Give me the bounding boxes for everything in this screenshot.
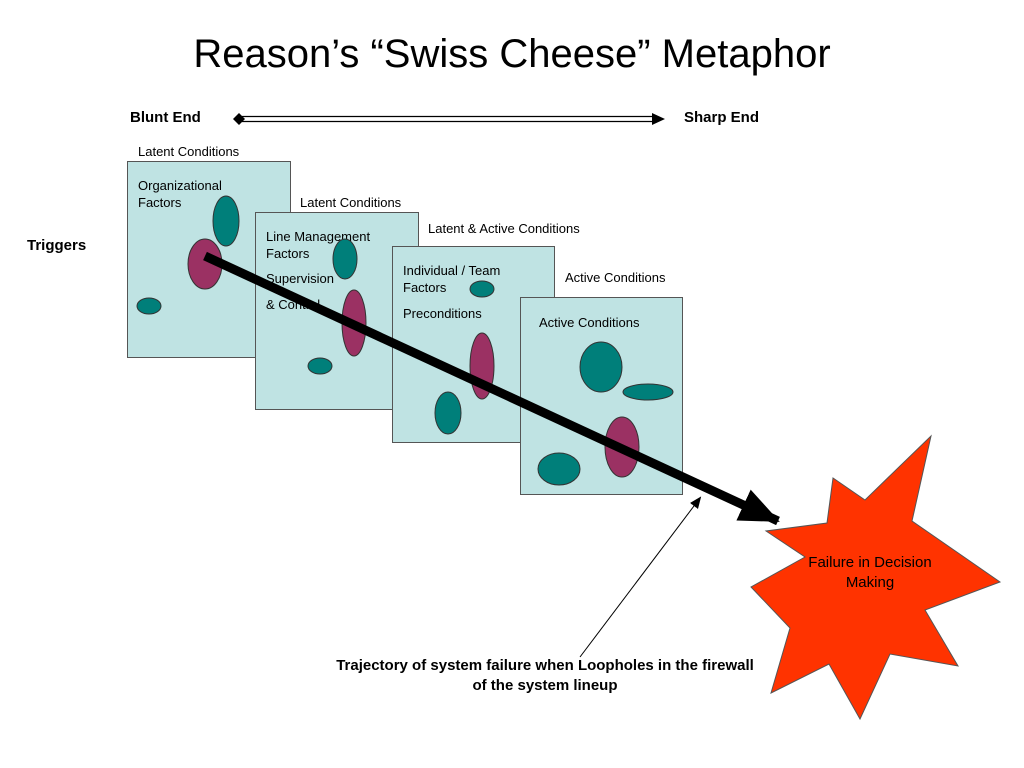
layer-3-heading: Individual / Team Factors [403,263,501,295]
hole-layer4-a [579,341,623,393]
hole-layer2-b [307,357,333,375]
slide-title: Reason’s “Swiss Cheese” Metaphor [193,32,831,76]
layer-1-condition-label: Latent Conditions [138,144,240,159]
hole-layer1-b [136,297,162,315]
hole-layer1-a [212,195,240,247]
sharp-end-label: Sharp End [684,109,760,126]
layer-2-sub-supervision: Supervision [266,271,334,286]
failure-burst-shape [750,434,1002,721]
hole-layer2-a [332,238,358,280]
failure-label: Failure in Decision Making [808,554,932,591]
caption-pointer-arrow [579,496,702,658]
layer-2-condition-label: Latent Conditions [300,195,402,210]
triggers-label: Triggers [27,237,87,254]
layer-4-heading: Active Conditions [539,315,640,330]
layer-4-condition-label: Active Conditions [565,270,666,285]
layer-1-heading: Organizational Factors [138,178,222,210]
hole-layer4-b [622,383,674,401]
hole-layer3-b [434,391,462,435]
blunt-to-sharp-axis-arrow [233,113,665,125]
axis-arrow-head [652,113,665,125]
layer-3-sub-preconditions: Preconditions [403,306,482,321]
failure-trajectory-arrow [203,251,780,526]
layer-3-condition-label: Latent & Active Conditions [428,221,580,236]
hole-layer3-a [469,280,495,298]
trajectory-caption: Trajectory of system failure when Loopho… [336,657,754,694]
axis-diamond-tail [233,113,245,125]
blunt-end-label: Blunt End [130,109,201,126]
hole-layer4-c [537,452,581,486]
